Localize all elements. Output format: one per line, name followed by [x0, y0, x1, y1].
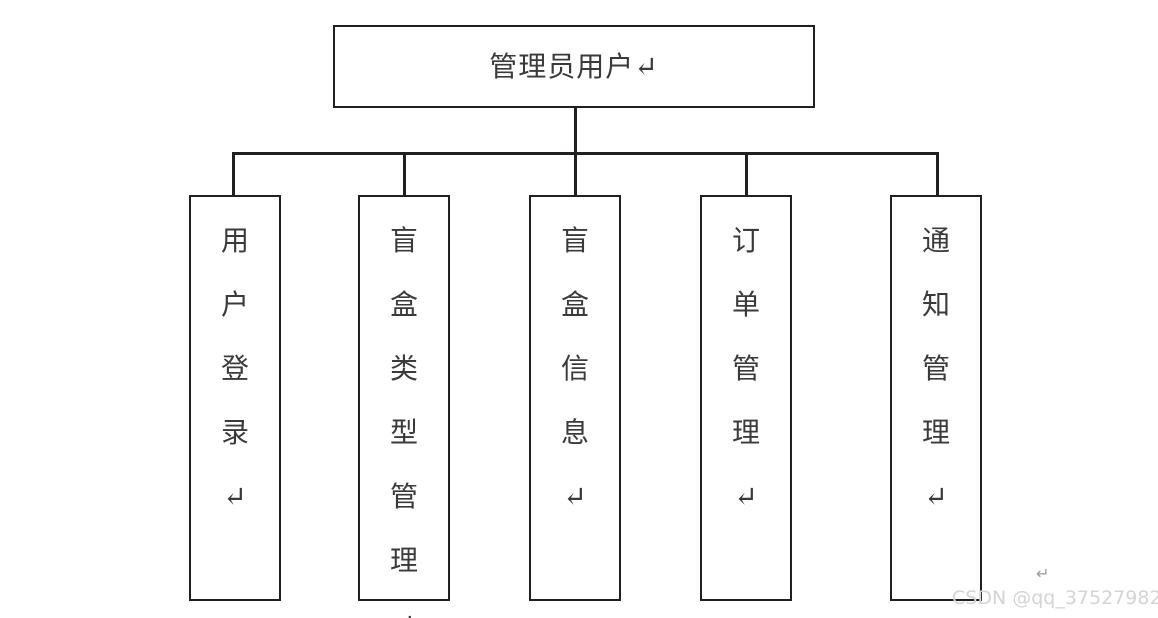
node-user-login-label: 用户登录↵ — [220, 224, 249, 513]
node-user-login[interactable]: 用户登录↵ — [189, 195, 281, 601]
watermark-csdn: CSDN @qq_375279829 — [952, 587, 1158, 609]
node-notification-management[interactable]: 通知管理↵ — [890, 195, 982, 601]
stray-return-mark: ↵ — [1036, 564, 1050, 583]
connector-drop-2 — [403, 152, 406, 197]
connector-drop-1 — [232, 152, 235, 197]
connector-drop-3 — [574, 152, 577, 197]
node-notification-management-label: 通知管理↵ — [921, 224, 950, 513]
connector-root-stem — [574, 108, 577, 154]
connector-horizontal-bus — [232, 152, 939, 155]
node-root-label: 管理员用户↵ — [489, 49, 659, 83]
node-root-admin-user[interactable]: 管理员用户↵ — [333, 25, 815, 108]
node-order-management-label: 订单管理↵ — [731, 224, 760, 513]
node-blindbox-type-management-label: 盲盒类型管理↵ — [389, 224, 418, 618]
connector-drop-4 — [745, 152, 748, 197]
connector-drop-5 — [936, 152, 939, 197]
node-blindbox-info[interactable]: 盲盒信息↵ — [529, 195, 621, 601]
node-blindbox-type-management[interactable]: 盲盒类型管理↵ — [358, 195, 450, 618]
node-order-management[interactable]: 订单管理↵ — [700, 195, 792, 601]
node-blindbox-info-label: 盲盒信息↵ — [560, 224, 589, 513]
